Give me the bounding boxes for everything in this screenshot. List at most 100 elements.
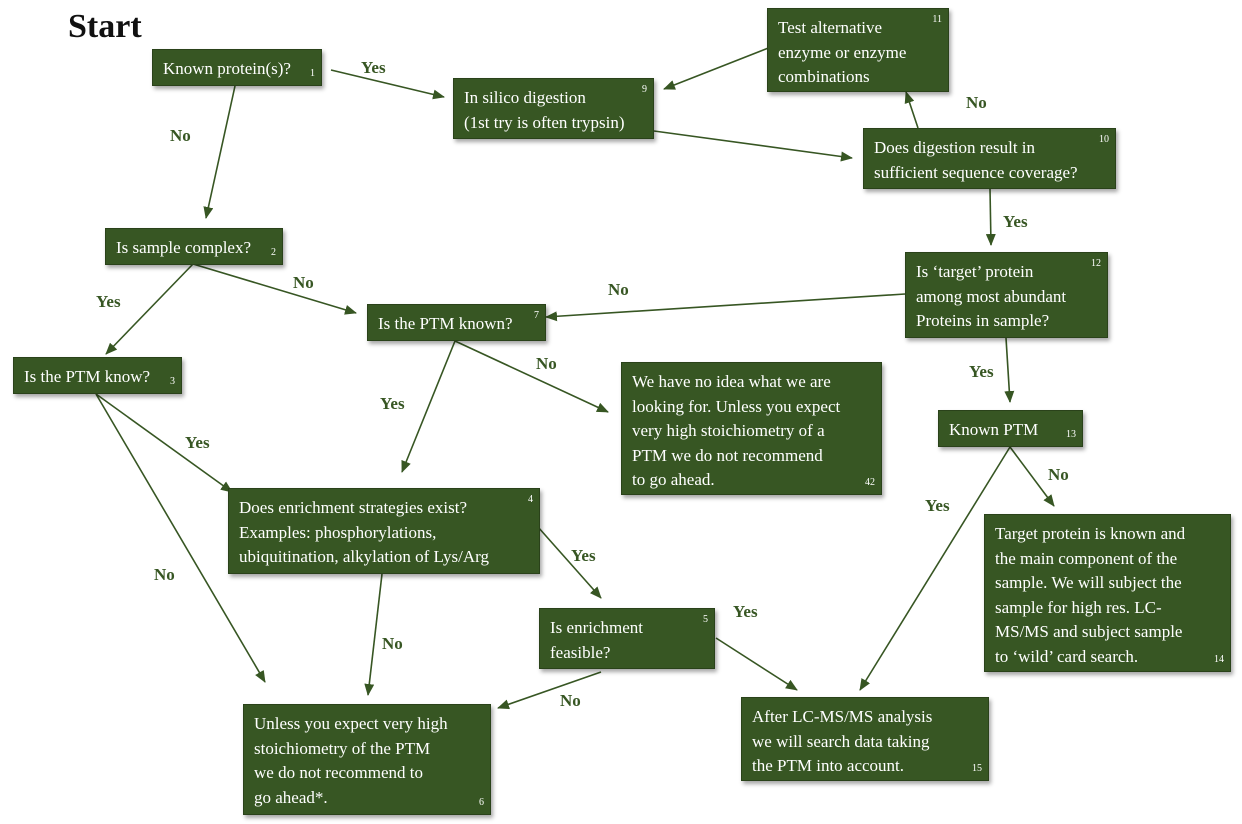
box-text-line: enzyme or enzyme (778, 42, 907, 62)
box-text-line: the PTM into account. (752, 756, 905, 775)
label-no: No (608, 280, 629, 299)
box-alternative-enzyme: Test alternative enzyme or enzyme combinat… (767, 8, 949, 92)
box-text-line: Does digestion result in (874, 138, 1036, 157)
box-text-line: After LC-MS/MS analysis (752, 707, 933, 726)
box-text-line: the main component of the (995, 548, 1178, 568)
box-not-recommend-ptm: Unless you expect very high stoichiometry… (243, 704, 491, 815)
arrow-7-to-42 (454, 340, 609, 413)
box-text-line: Target protein is known and (995, 524, 1186, 543)
label-yes: Yes (571, 546, 596, 565)
box-known-proteins: Known protein(s)? 1 (152, 49, 322, 86)
arrow-13-to-15 (859, 446, 1011, 691)
box-text-line: ubiquitination, alkylation of Lys/Arg (239, 547, 489, 566)
step-number: 12 (1091, 258, 1101, 269)
box-text-line: We have no idea what we are (632, 372, 831, 391)
arrow-10-to-11 (904, 91, 919, 129)
box-text-line: Is sample complex? (116, 238, 252, 257)
arrow-7-to-4 (401, 340, 456, 473)
box-text-line: Is ‘target’ protein (916, 262, 1034, 281)
label-yes: Yes (733, 602, 758, 621)
box-text-line: sufficient sequence coverage? (874, 162, 1078, 182)
box-text-line: Is the PTM know? (24, 367, 151, 386)
box-text-line: sample for high res. LC- (995, 597, 1162, 617)
arrow-10-to-12 (985, 188, 996, 246)
step-number: 4 (528, 494, 533, 505)
box-text-line: Is the PTM known? (378, 314, 513, 333)
arrow-5-to-15 (715, 637, 798, 691)
box-text-line: combinations (778, 67, 870, 86)
box-lcms-search: After LC-MS/MS analysis we will search da… (741, 697, 989, 781)
box-text-line: Known protein(s)? (163, 59, 291, 78)
label-no: No (293, 273, 314, 292)
label-no: No (170, 126, 191, 145)
step-number: 3 (170, 376, 175, 387)
step-number: 2 (271, 247, 276, 258)
box-digestion-coverage: Does digestion result in sufficient seque… (863, 128, 1116, 189)
box-text-line: PTM we do not recommend (632, 445, 823, 465)
box-text-line: In silico digestion (464, 88, 586, 107)
arrow-5-to-6 (497, 671, 602, 710)
step-number: 11 (932, 14, 942, 25)
label-no: No (1048, 465, 1069, 484)
box-text-line: Examples: phosphorylations, (239, 522, 437, 542)
arrow-1-to-2 (203, 85, 236, 219)
box-no-idea: We have no idea what we are looking for. … (621, 362, 882, 495)
arrow-12-to-13 (1004, 337, 1015, 403)
arrow-3-to-6 (95, 393, 266, 683)
box-sample-complex: Is sample complex? 2 (105, 228, 283, 265)
label-yes: Yes (380, 394, 405, 413)
box-text-line: stoichiometry of the PTM (254, 738, 431, 758)
box-known-ptm: Known PTM 13 (938, 410, 1083, 447)
label-yes: Yes (969, 362, 994, 381)
label-yes: Yes (925, 496, 950, 515)
arrow-13-to-14 (1009, 446, 1055, 507)
box-ptm-know: Is the PTM know? 3 (13, 357, 182, 394)
label-yes: Yes (96, 292, 121, 311)
box-text-line: we will search data taking (752, 731, 930, 751)
box-in-silico-digestion: In silico digestion (1st try is often try… (453, 78, 654, 139)
label-no: No (536, 354, 557, 373)
step-number: 6 (479, 797, 484, 808)
arrow-12-to-7 (545, 293, 906, 322)
box-wildcard-search: Target protein is known and the main comp… (984, 514, 1231, 672)
box-text-line: Test alternative (778, 18, 883, 37)
arrow-4-to-5 (537, 526, 602, 599)
box-text-line: sample. We will subject the (995, 573, 1182, 592)
label-yes: Yes (1003, 212, 1028, 231)
arrow-3-to-4 (95, 393, 233, 493)
box-text-line: Is enrichment (550, 618, 643, 637)
box-text-line: Does enrichment strategies exist? (239, 498, 468, 517)
box-text-line: MS/MS and subject sample (995, 622, 1183, 641)
arrow-4-to-6 (364, 573, 383, 696)
step-number: 7 (534, 310, 539, 321)
arrow-2-to-7 (192, 263, 357, 315)
box-enrichment-exist: Does enrichment strategies exist? Example… (228, 488, 540, 574)
box-text-line: looking for. Unless you expect (632, 396, 841, 416)
label-yes: Yes (361, 58, 386, 77)
arrow-1-to-9 (330, 69, 445, 100)
arrow-11-to-9 (663, 44, 777, 90)
step-number: 9 (642, 84, 647, 95)
arrow-9-to-10 (653, 130, 853, 162)
label-no: No (966, 93, 987, 112)
box-text-line: go ahead*. (254, 787, 328, 807)
box-text-line: we do not recommend to (254, 763, 424, 782)
step-number: 5 (703, 614, 708, 625)
step-number: 13 (1066, 429, 1076, 440)
box-text-line: Unless you expect very high (254, 714, 448, 733)
step-number: 1 (310, 68, 315, 79)
box-text-line: to go ahead. (632, 470, 715, 489)
start-title: Start (68, 8, 142, 45)
step-number: 10 (1099, 134, 1109, 145)
step-number: 14 (1214, 654, 1224, 665)
box-text-line: Known PTM (949, 420, 1039, 439)
box-text-line: (1st try is often trypsin) (464, 112, 625, 132)
step-number: 42 (865, 477, 875, 488)
step-number: 15 (972, 763, 982, 774)
label-no: No (382, 634, 403, 653)
box-text-line: feasible? (550, 642, 611, 662)
box-ptm-known: Is the PTM known? 7 (367, 304, 546, 341)
